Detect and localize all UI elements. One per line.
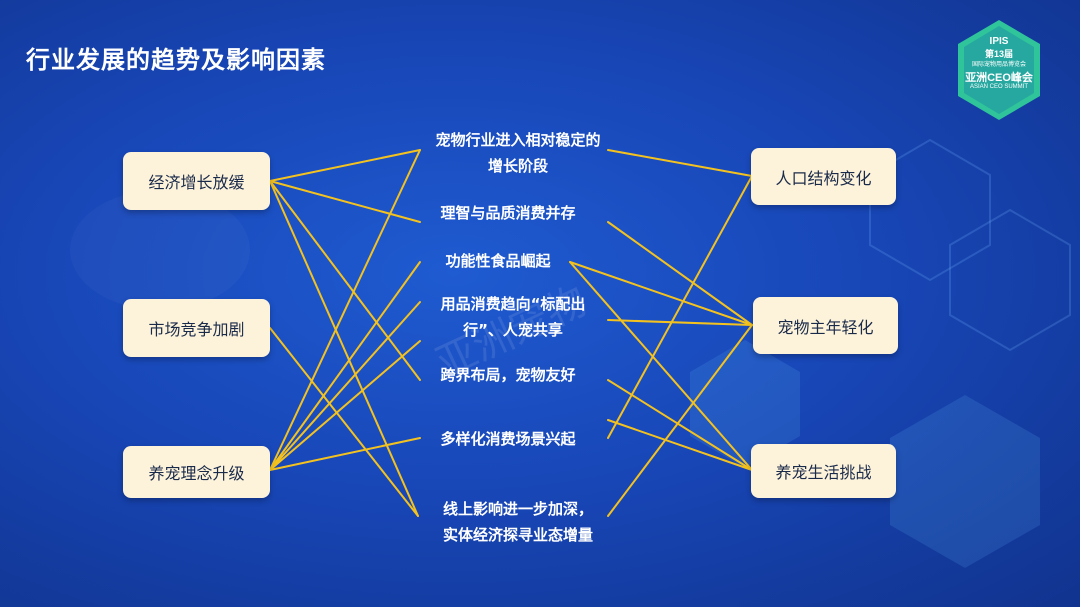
logo-line3: ASIAN CEO SUMMIT (969, 84, 1028, 90)
logo-edition: 第13届 (984, 49, 1013, 59)
logo-line2: 亚洲CEO峰会 (965, 72, 1033, 84)
factor-economy-slowdown: 经济增长放缓 (123, 152, 270, 210)
trend-functional-food: 功能性食品崛起 (408, 248, 588, 274)
trend-line2: 增长阶段 (487, 157, 548, 175)
factor-pet-concept-upgrade: 养宠理念升级 (123, 446, 270, 498)
factor-label: 经济增长放缓 (148, 173, 245, 192)
factor-label: 人口结构变化 (775, 168, 872, 188)
trend-line1: 多样化消费场景兴起 (440, 430, 576, 448)
trend-rational-quality: 理智与品质消费并存 (408, 200, 608, 226)
factor-label: 养宠理念升级 (148, 464, 245, 483)
factor-label: 宠物主年轻化 (777, 317, 874, 337)
factor-younger-owners: 宠物主年轻化 (753, 297, 898, 354)
factor-population-structure: 人口结构变化 (751, 148, 896, 205)
trend-line2: 实体经济探寻业态增量 (442, 526, 593, 544)
page-title: 行业发展的趋势及影响因素 (26, 46, 326, 74)
factor-label: 养宠生活挑战 (775, 463, 872, 482)
trend-line1: 用品消费趋向“标配出 (440, 295, 586, 313)
factor-market-competition: 市场竞争加剧 (123, 299, 270, 357)
logo-line1: 国际宠物用品博览会 (971, 62, 1026, 68)
trend-stable-growth: 宠物行业进入相对稳定的 增长阶段 (408, 127, 628, 179)
trend-line1: 功能性食品崛起 (445, 252, 551, 270)
trend-standard-travel: 用品消费趋向“标配出 行”、人宠共享 (408, 291, 618, 343)
logo-brand: IPIS (989, 36, 1009, 47)
trend-online-influence: 线上影响进一步加深， 实体经济探寻业态增量 (408, 496, 628, 548)
factor-pet-life-challenges: 养宠生活挑战 (751, 444, 896, 498)
trend-line1: 宠物行业进入相对稳定的 (435, 131, 601, 149)
trend-line1: 线上影响进一步加深， (442, 500, 593, 518)
trend-line2: 行”、人宠共享 (463, 321, 563, 339)
ipis-logo: IPIS 第13届 国际宠物用品博览会 亚洲CEO峰会 ASIAN CEO SU… (956, 18, 1042, 122)
trend-crossover-pet-friendly: 跨界布局，宠物友好 (408, 362, 608, 388)
trend-line1: 跨界布局，宠物友好 (440, 366, 576, 384)
trend-diverse-scenarios: 多样化消费场景兴起 (408, 426, 608, 452)
trend-line1: 理智与品质消费并存 (440, 204, 576, 222)
factor-label: 市场竞争加剧 (148, 320, 245, 339)
